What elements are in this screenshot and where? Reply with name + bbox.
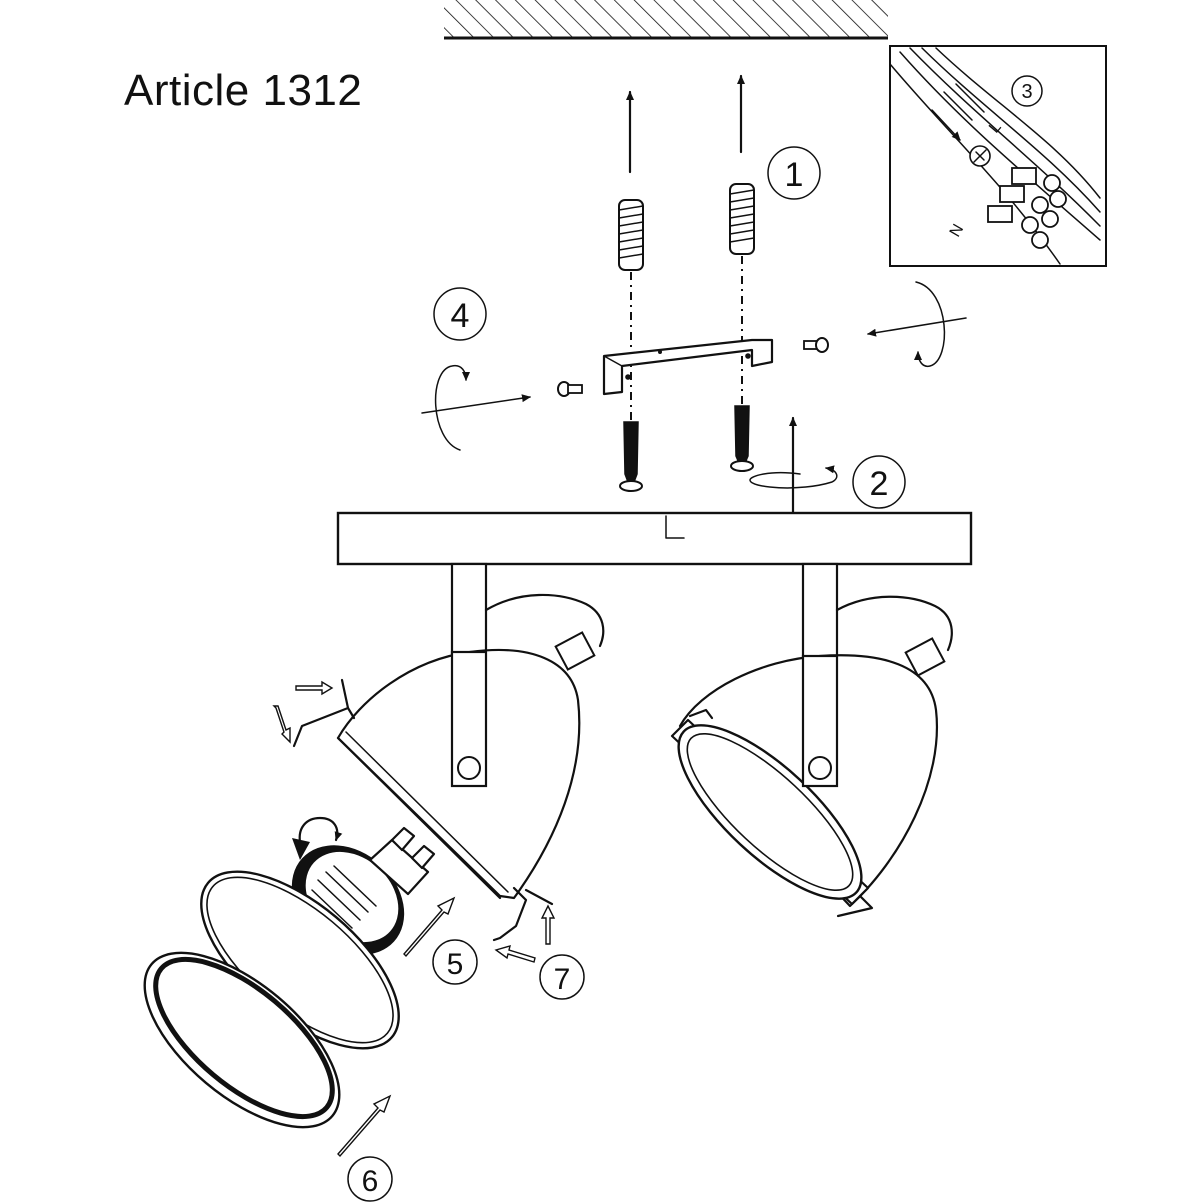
svg-text:2: 2 (870, 465, 889, 503)
hollow-arrows-clip-lower (494, 904, 556, 963)
hollow-arrow-step6 (337, 1094, 392, 1158)
page-title: Article 1312 (124, 66, 363, 115)
small-screw-right (803, 337, 829, 353)
retaining-clip-upper (292, 678, 356, 748)
step-label-4: 4 (433, 287, 487, 341)
svg-text:4: 4 (451, 297, 470, 335)
wiring-inset: L N 3 (889, 45, 1107, 267)
hollow-arrow-step5 (403, 896, 456, 958)
lamp-shade-left (336, 631, 596, 900)
step-label-3: 3 (1011, 75, 1043, 107)
step-label-7: 7 (539, 954, 585, 1000)
wall-plug-right (729, 183, 755, 255)
hollow-arrows-clip-upper (272, 680, 334, 744)
ceiling (444, 0, 888, 40)
earth-symbol (969, 145, 991, 167)
terminal-block (987, 167, 1067, 249)
rotate-arrow-left (421, 364, 531, 451)
retaining-clip-lower (492, 886, 554, 942)
lamp-shade-right (670, 637, 946, 918)
rotate-arrow-right (867, 281, 967, 368)
svg-text:3: 3 (1021, 81, 1032, 103)
svg-text:1: 1 (785, 156, 804, 194)
svg-text:6: 6 (362, 1165, 379, 1198)
mounting-bracket (602, 338, 774, 396)
svg-text:7: 7 (554, 963, 571, 996)
small-screw-left (557, 381, 583, 397)
rotate-arrow-step2 (749, 416, 838, 518)
base-plate (336, 511, 973, 566)
wall-plug-left (618, 199, 644, 271)
step-label-1: 1 (767, 146, 821, 200)
step-label-5: 5 (432, 939, 478, 985)
step-label-6: 6 (347, 1156, 393, 1202)
screw-left (619, 421, 643, 493)
front-ring (143, 951, 341, 1129)
svg-text:5: 5 (447, 948, 464, 981)
step-label-2: 2 (852, 455, 906, 509)
screw-right (730, 405, 754, 472)
